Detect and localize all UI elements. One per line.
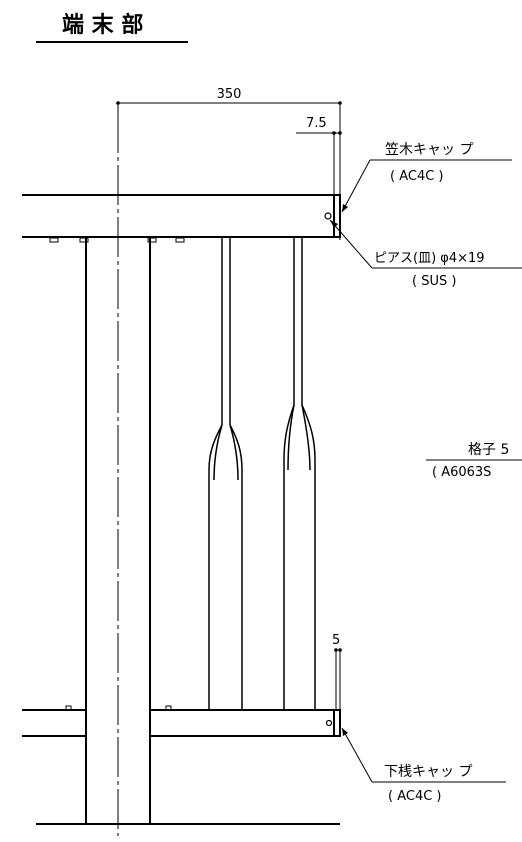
bottom-rail-left [22,705,86,737]
dimension-350-label: 350 [217,87,242,102]
main-post [85,113,151,836]
top-rail [22,194,334,238]
screw-material: ( SUS ) [412,274,456,289]
lattice-name: 格子 5 [468,442,509,458]
bottom-cap-name: 下桟キャッ プ [384,764,472,780]
leader-bottom-cap: 下桟キャッ プ ( AC4C ) [341,727,506,804]
top-cap [333,194,341,238]
leader-top-cap: 笠木キャッ プ ( AC4C ) [341,142,512,213]
rail-bolts [49,237,185,243]
leader-screw: ピアス(皿) φ4×19 ( SUS ) [329,219,522,289]
lattice-bar-1 [208,237,243,710]
leader-lattice: 格子 5 ( A6063S [426,442,522,480]
dimension-5: 5 [332,633,342,710]
drawing-title: 端 末 部 [62,12,143,38]
top-cap-name: 笠木キャッ プ [385,142,473,158]
dimension-7-5: 7.5 [296,116,342,200]
bottom-rail [149,709,335,737]
bottom-rail-bolt [165,705,172,711]
bottom-cap-material: ( AC4C ) [388,789,442,804]
lattice-material: ( A6063S [432,465,491,480]
screw-name: ピアス(皿) φ4×19 [374,251,485,266]
dimension-7-5-label: 7.5 [306,116,327,131]
top-cap-material: ( AC4C ) [390,169,444,184]
dimension-350: 350 [116,87,342,240]
lattice-bar-2 [283,237,316,710]
bottom-screw-icon [325,719,333,727]
dimension-5-label: 5 [332,633,340,648]
bottom-cap [333,709,341,737]
screw-icon [324,212,332,220]
